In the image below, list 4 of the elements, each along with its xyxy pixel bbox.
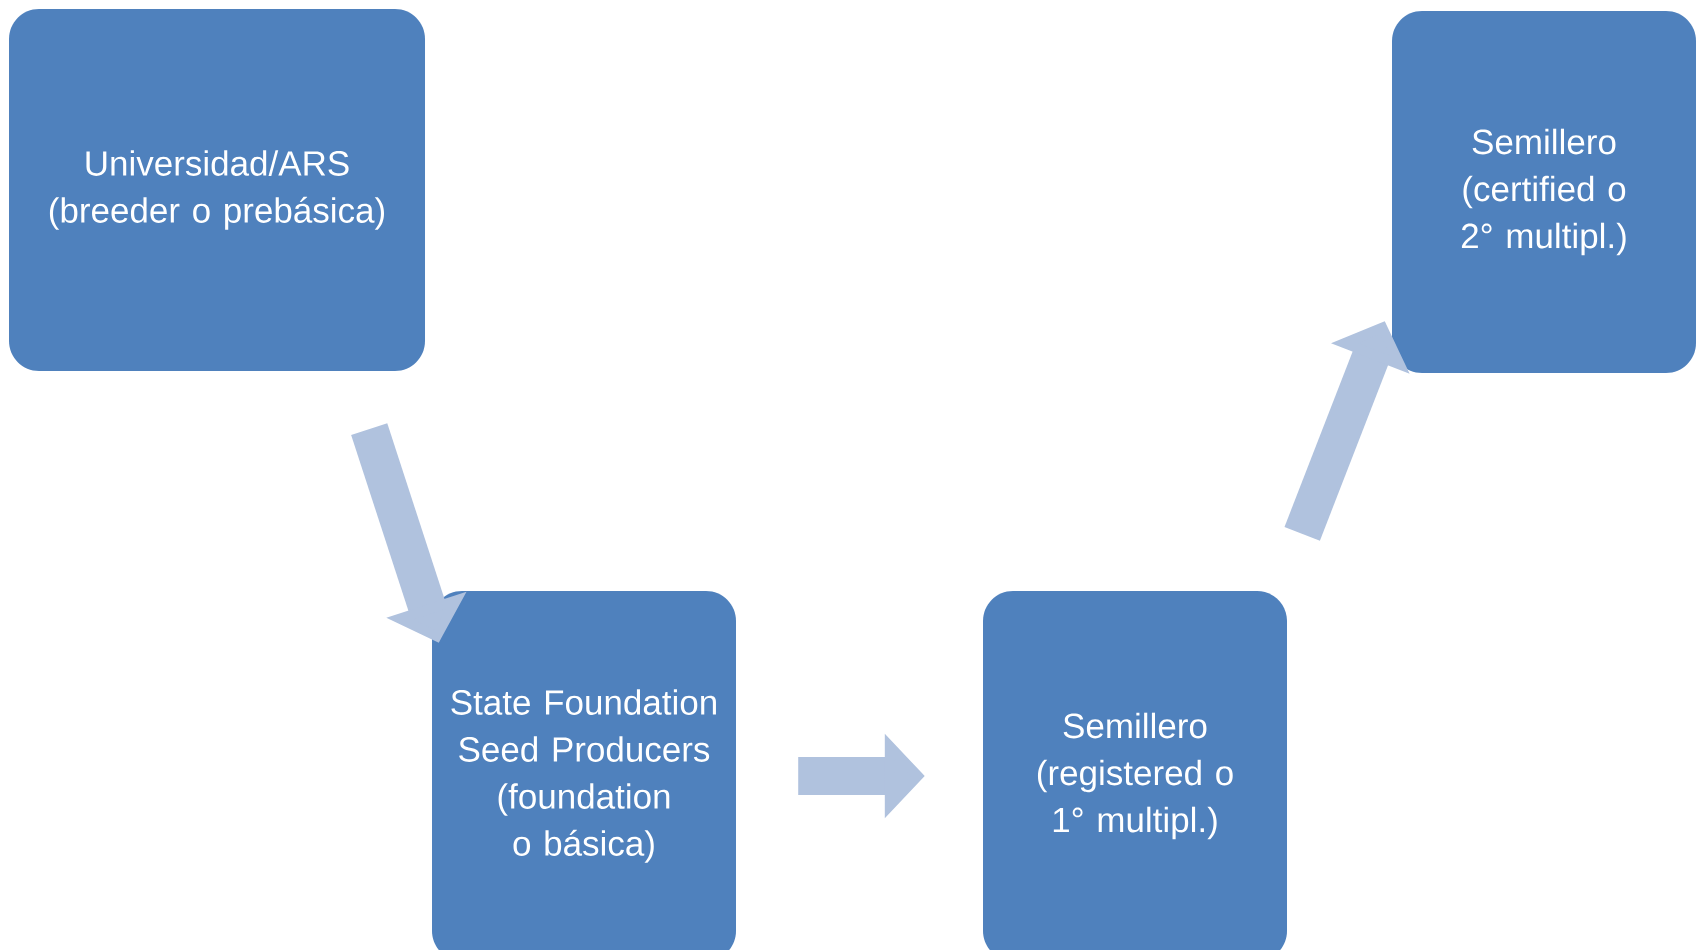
process-box: Semillero (certified o 2° multipl.) — [1392, 11, 1696, 373]
process-box: Semillero (registered o 1° multipl.) — [983, 591, 1287, 950]
process-box: Universidad/ARS (breeder o prebásica) — [9, 9, 425, 371]
process-box: State Foundation Seed Producers (foundation o básica) — [432, 591, 736, 950]
